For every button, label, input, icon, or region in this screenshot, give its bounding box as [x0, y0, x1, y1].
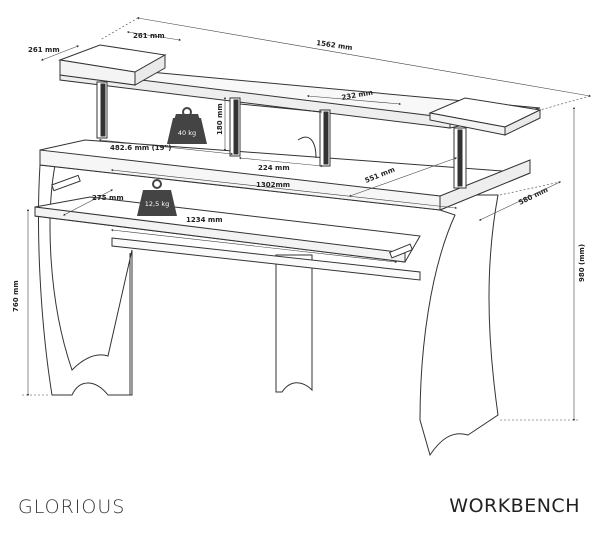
- dim-desk-height: 760 mm: [12, 280, 20, 312]
- dim-top-shelf-width: 261 mm: [133, 32, 165, 40]
- dim-desk-width: 1302mm: [256, 181, 290, 189]
- product-name: WORKBENCH: [449, 495, 580, 517]
- weight-label-top: 40 kg: [178, 129, 196, 137]
- dim-compartment-width: 224 mm: [258, 164, 290, 172]
- dim-total-width: 1562 mm: [316, 39, 353, 52]
- dim-rack-height: 180 mm: [216, 103, 224, 135]
- dim-total-height: 980 (mm): [578, 244, 586, 282]
- dimension-lines: [22, 17, 592, 422]
- weight-icon: [137, 179, 177, 216]
- brand-logo: GLORIOUS: [18, 496, 126, 518]
- weight-icon: [167, 107, 207, 144]
- dim-total-depth: 580 mm: [517, 186, 549, 207]
- dim-drawer-width: 1234 mm: [186, 216, 223, 224]
- dim-rack-width: 482.6 mm (19"): [110, 144, 171, 152]
- weight-label-drawer: 12,5 kg: [145, 200, 169, 208]
- dim-top-shelf-depth: 261 mm: [28, 46, 60, 54]
- dim-drawer-depth: 275 mm: [92, 194, 124, 202]
